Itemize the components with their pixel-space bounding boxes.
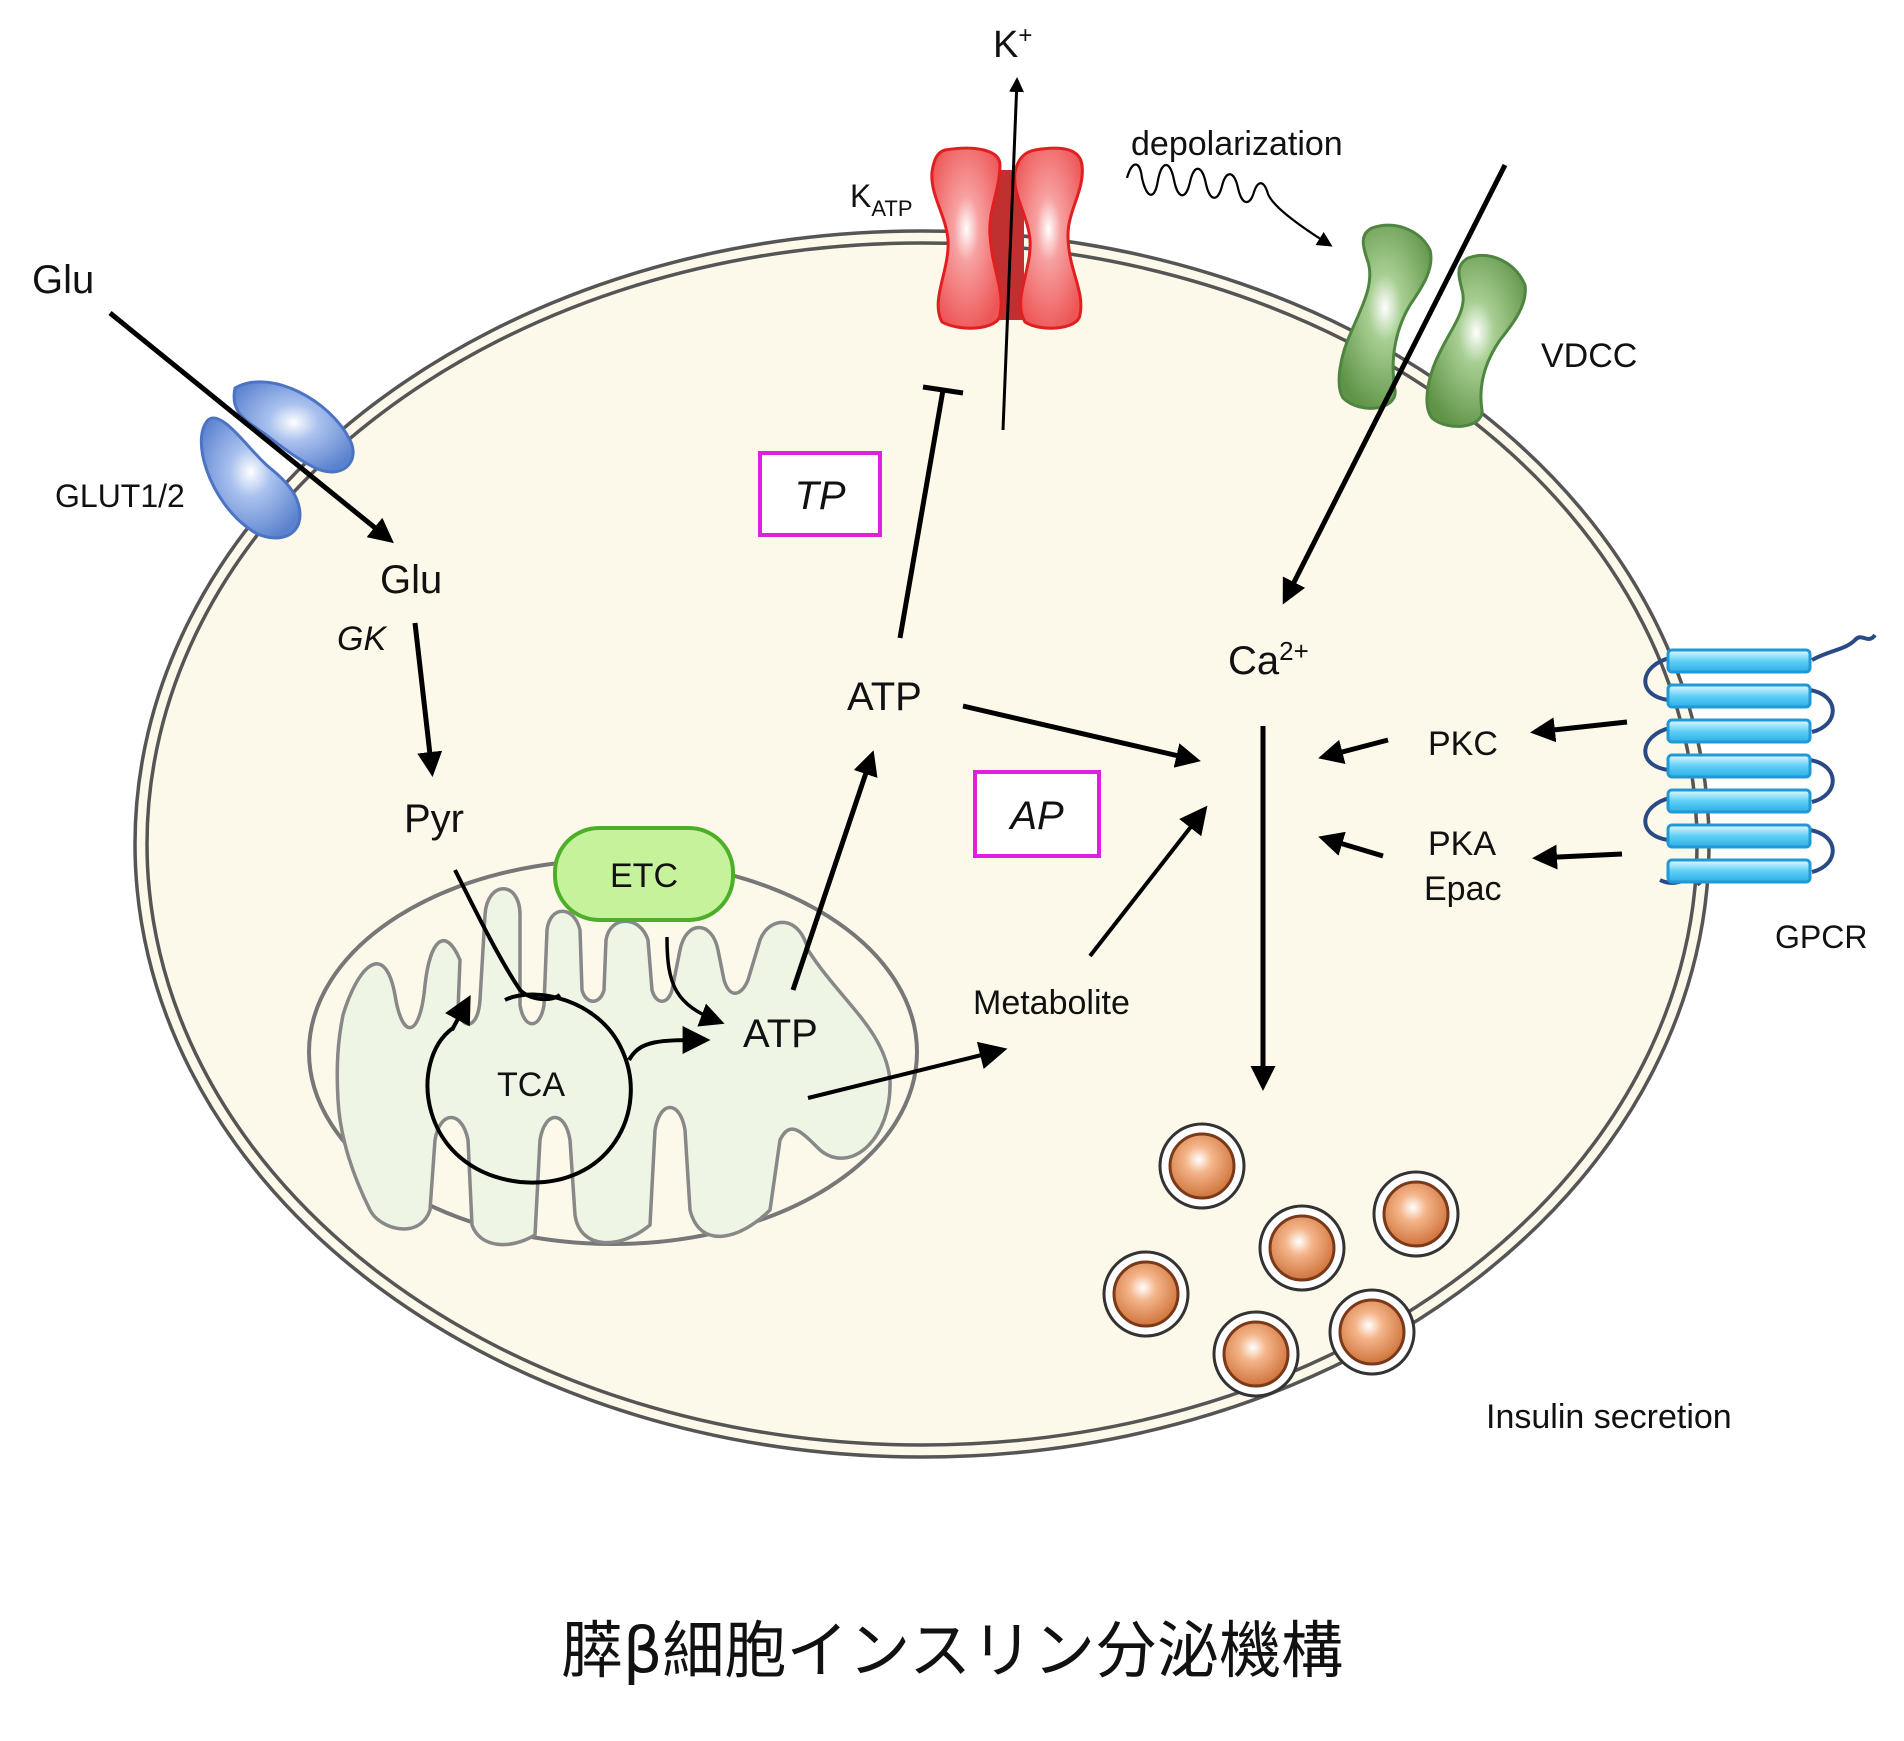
insulin-granules	[1102, 1122, 1460, 1398]
gk-label: GK	[337, 620, 387, 658]
pyr-label: Pyr	[404, 797, 464, 841]
k-ion-label: K+	[993, 22, 1032, 66]
metabolite-label: Metabolite	[973, 984, 1130, 1022]
katp-channel	[930, 146, 1084, 330]
pathway-arrows	[108, 77, 1628, 1100]
ca-main: Ca	[1228, 639, 1280, 683]
metabolite-to-ca-arrow	[1088, 805, 1208, 958]
vdcc-channel	[1337, 223, 1527, 428]
granule	[1158, 1122, 1246, 1210]
ca-influx-arrow	[1282, 163, 1508, 605]
pka-label: PKA	[1428, 825, 1496, 863]
depolarization-label: depolarization	[1131, 125, 1343, 163]
etc-complex	[553, 826, 735, 922]
etc-to-atp-arrow	[665, 936, 725, 1027]
granule	[1102, 1250, 1190, 1338]
granule	[1212, 1310, 1300, 1398]
tca-label: TCA	[497, 1066, 565, 1104]
pkc-label: PKC	[1428, 725, 1498, 763]
atp-to-ca-arrow	[962, 703, 1201, 768]
gpcr-label: GPCR	[1775, 919, 1867, 955]
atp-inhibition-line	[897, 389, 946, 639]
atp-mito-label: ATP	[743, 1012, 818, 1056]
pkc-to-ca-arrow	[1318, 737, 1389, 765]
granule	[1372, 1170, 1460, 1258]
katp-label-sub: ATP	[871, 196, 912, 221]
ca-sup: 2+	[1279, 636, 1309, 666]
tp-box: TP	[758, 451, 882, 537]
gpcr-receptor	[1643, 633, 1877, 887]
atp-cyto-label: ATP	[847, 675, 922, 719]
beta-cell-diagram: TP AP Glu GLUT1/2 Glu GK Pyr TCA ETC ATP…	[32, 22, 1877, 1459]
granule	[1328, 1288, 1416, 1376]
vdcc-label: VDCC	[1541, 337, 1637, 375]
ca-label: Ca2+	[1228, 636, 1309, 683]
atp-export-arrow	[790, 750, 878, 991]
ap-label: AP	[1008, 794, 1064, 838]
glut-label: GLUT1/2	[55, 478, 185, 514]
glut-transporter	[199, 380, 355, 540]
depolarization-wave	[1125, 163, 1333, 247]
epac-label: Epac	[1424, 870, 1502, 908]
gpcr-to-pka-arrow	[1532, 844, 1623, 870]
glucose-uptake-arrow	[108, 311, 394, 544]
granule	[1258, 1204, 1346, 1292]
insulin-secretion-label: Insulin secretion	[1486, 1398, 1732, 1436]
tp-label: TP	[794, 474, 845, 518]
atp-to-metabolite-arrow	[807, 1041, 1008, 1100]
gk-arrow	[412, 622, 443, 777]
ap-box: AP	[973, 770, 1101, 858]
k-efflux-arrow	[1001, 77, 1025, 431]
k-ion-main: K	[993, 24, 1018, 66]
mitochondrion	[307, 858, 919, 1247]
k-ion-sup: +	[1018, 22, 1032, 49]
glu-inside-label: Glu	[380, 558, 442, 602]
tca-cycle	[425, 869, 711, 1185]
etc-label: ETC	[610, 857, 678, 895]
katp-label: KATP	[850, 178, 913, 221]
inhibition-bar	[922, 384, 964, 396]
figure-caption: 膵β細胞インスリン分泌機構	[560, 1614, 1344, 1687]
pka-to-ca-arrow	[1318, 831, 1384, 859]
katp-label-main: K	[850, 178, 871, 214]
glu-outside-label: Glu	[32, 258, 94, 302]
gpcr-to-pkc-arrow	[1530, 717, 1628, 743]
